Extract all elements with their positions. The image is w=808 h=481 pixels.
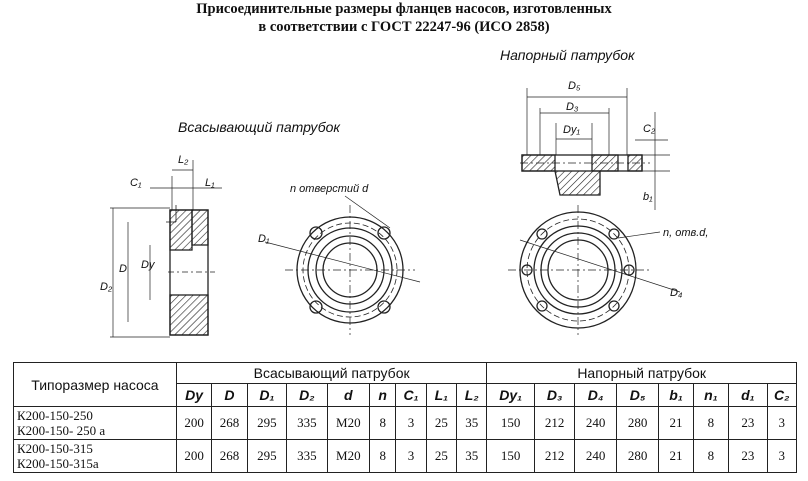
table-cell: 240 [574,439,617,473]
column-header: D₁ [246,383,288,407]
table-cell: 212 [533,406,576,440]
table-cell: 35 [456,439,488,473]
table-cell: 8 [692,406,730,440]
table-cell: 3 [395,406,427,440]
document-title: Присоединительные размеры фланцев насосо… [0,0,808,36]
label-d2: D₂ [100,281,113,293]
table-cell: 3 [395,439,427,473]
label-d1: D₁ [258,233,270,245]
table-cell: 8 [369,406,397,440]
column-header: L₁ [425,383,458,407]
column-header: b₁ [658,383,694,407]
label-d3: D₃ [566,101,579,113]
table-cell: 25 [425,439,458,473]
table-cell: 23 [728,406,768,440]
label-dy: Dy [141,259,156,271]
table-cell: 280 [615,406,660,440]
table-cell: 25 [425,406,458,440]
title-line-1: Присоединительные размеры фланцев насосо… [196,1,612,17]
table-cell: 3 [766,439,798,473]
label-l2: L₂ [178,154,189,166]
column-header: C₁ [395,383,427,407]
label-b1: b₁ [643,191,653,203]
pump-model: К200-150-250 [17,408,93,423]
table-cell: М20 [326,406,371,440]
column-header: D₃ [533,383,576,407]
discharge-nozzle-caption: Напорный патрубок [500,47,635,63]
column-header: Dy [175,383,213,407]
header-model: Типоразмер насоса [13,362,177,407]
table-cell: 280 [615,439,660,473]
column-header: L₂ [456,383,488,407]
suction-nozzle-caption: Всасывающий патрубок [178,119,341,135]
suction-flange-section [110,160,222,338]
technical-drawing: L₂ C₁ L₁ D₂ D Dy n отверстий d D₁ [100,80,708,338]
header-discharge: Напорный патрубок [486,362,797,384]
table-cell: 8 [369,439,397,473]
label-d: D [119,263,127,275]
flange-dimensions-table: Типоразмер насоса Всасывающий патрубок Н… [13,362,798,473]
discharge-flange-section [520,88,670,210]
label-c2: C₂ [643,123,656,135]
table-cell: 200 [175,406,213,440]
table-cell: 335 [286,439,328,473]
column-header: n₁ [692,383,730,407]
table-cell: 21 [658,406,694,440]
table-cell: 295 [246,406,288,440]
table-cell: 268 [211,439,248,473]
table-cell: 150 [486,439,535,473]
column-header: Dy₁ [486,383,535,407]
label-discharge-holes: n, отв.d, [663,227,708,239]
table-cell: 268 [211,406,248,440]
pump-model: К200-150- 250 а [17,423,106,438]
label-dy1: Dy₁ [563,124,580,136]
pump-model: К200-150-315а [17,456,99,471]
label-c1: C₁ [130,177,142,189]
column-header: D₂ [286,383,328,407]
column-header: d [326,383,371,407]
label-d5: D₅ [568,80,581,92]
label-l1: L₁ [205,177,215,189]
table-cell: 3 [766,406,798,440]
table-cell: 23 [728,439,768,473]
column-header: D₄ [574,383,617,407]
table-cell: М20 [326,439,371,473]
column-header: C₂ [766,383,798,407]
table-cell: 212 [533,439,576,473]
column-header: n [369,383,397,407]
column-header: D [211,383,248,407]
suction-flange-front-view [264,195,421,335]
table-cell: 295 [246,439,288,473]
table-cell: 8 [692,439,730,473]
title-line-2: в соответствии с ГОСТ 22247-96 (ИСО 2858… [258,19,550,35]
discharge-flange-front-view [508,205,681,335]
table-cell: 200 [175,439,213,473]
table-cell: 35 [456,406,488,440]
header-suction: Всасывающий патрубок [175,362,488,384]
column-header: D₅ [615,383,660,407]
label-suction-holes: n отверстий d [290,183,369,195]
table-cell: 21 [658,439,694,473]
column-header: d₁ [728,383,768,407]
table-cell: 240 [574,406,617,440]
table-cell: 150 [486,406,535,440]
pump-model: К200-150-315 [17,441,93,456]
label-d4: D₄ [670,287,682,299]
table-cell: 335 [286,406,328,440]
